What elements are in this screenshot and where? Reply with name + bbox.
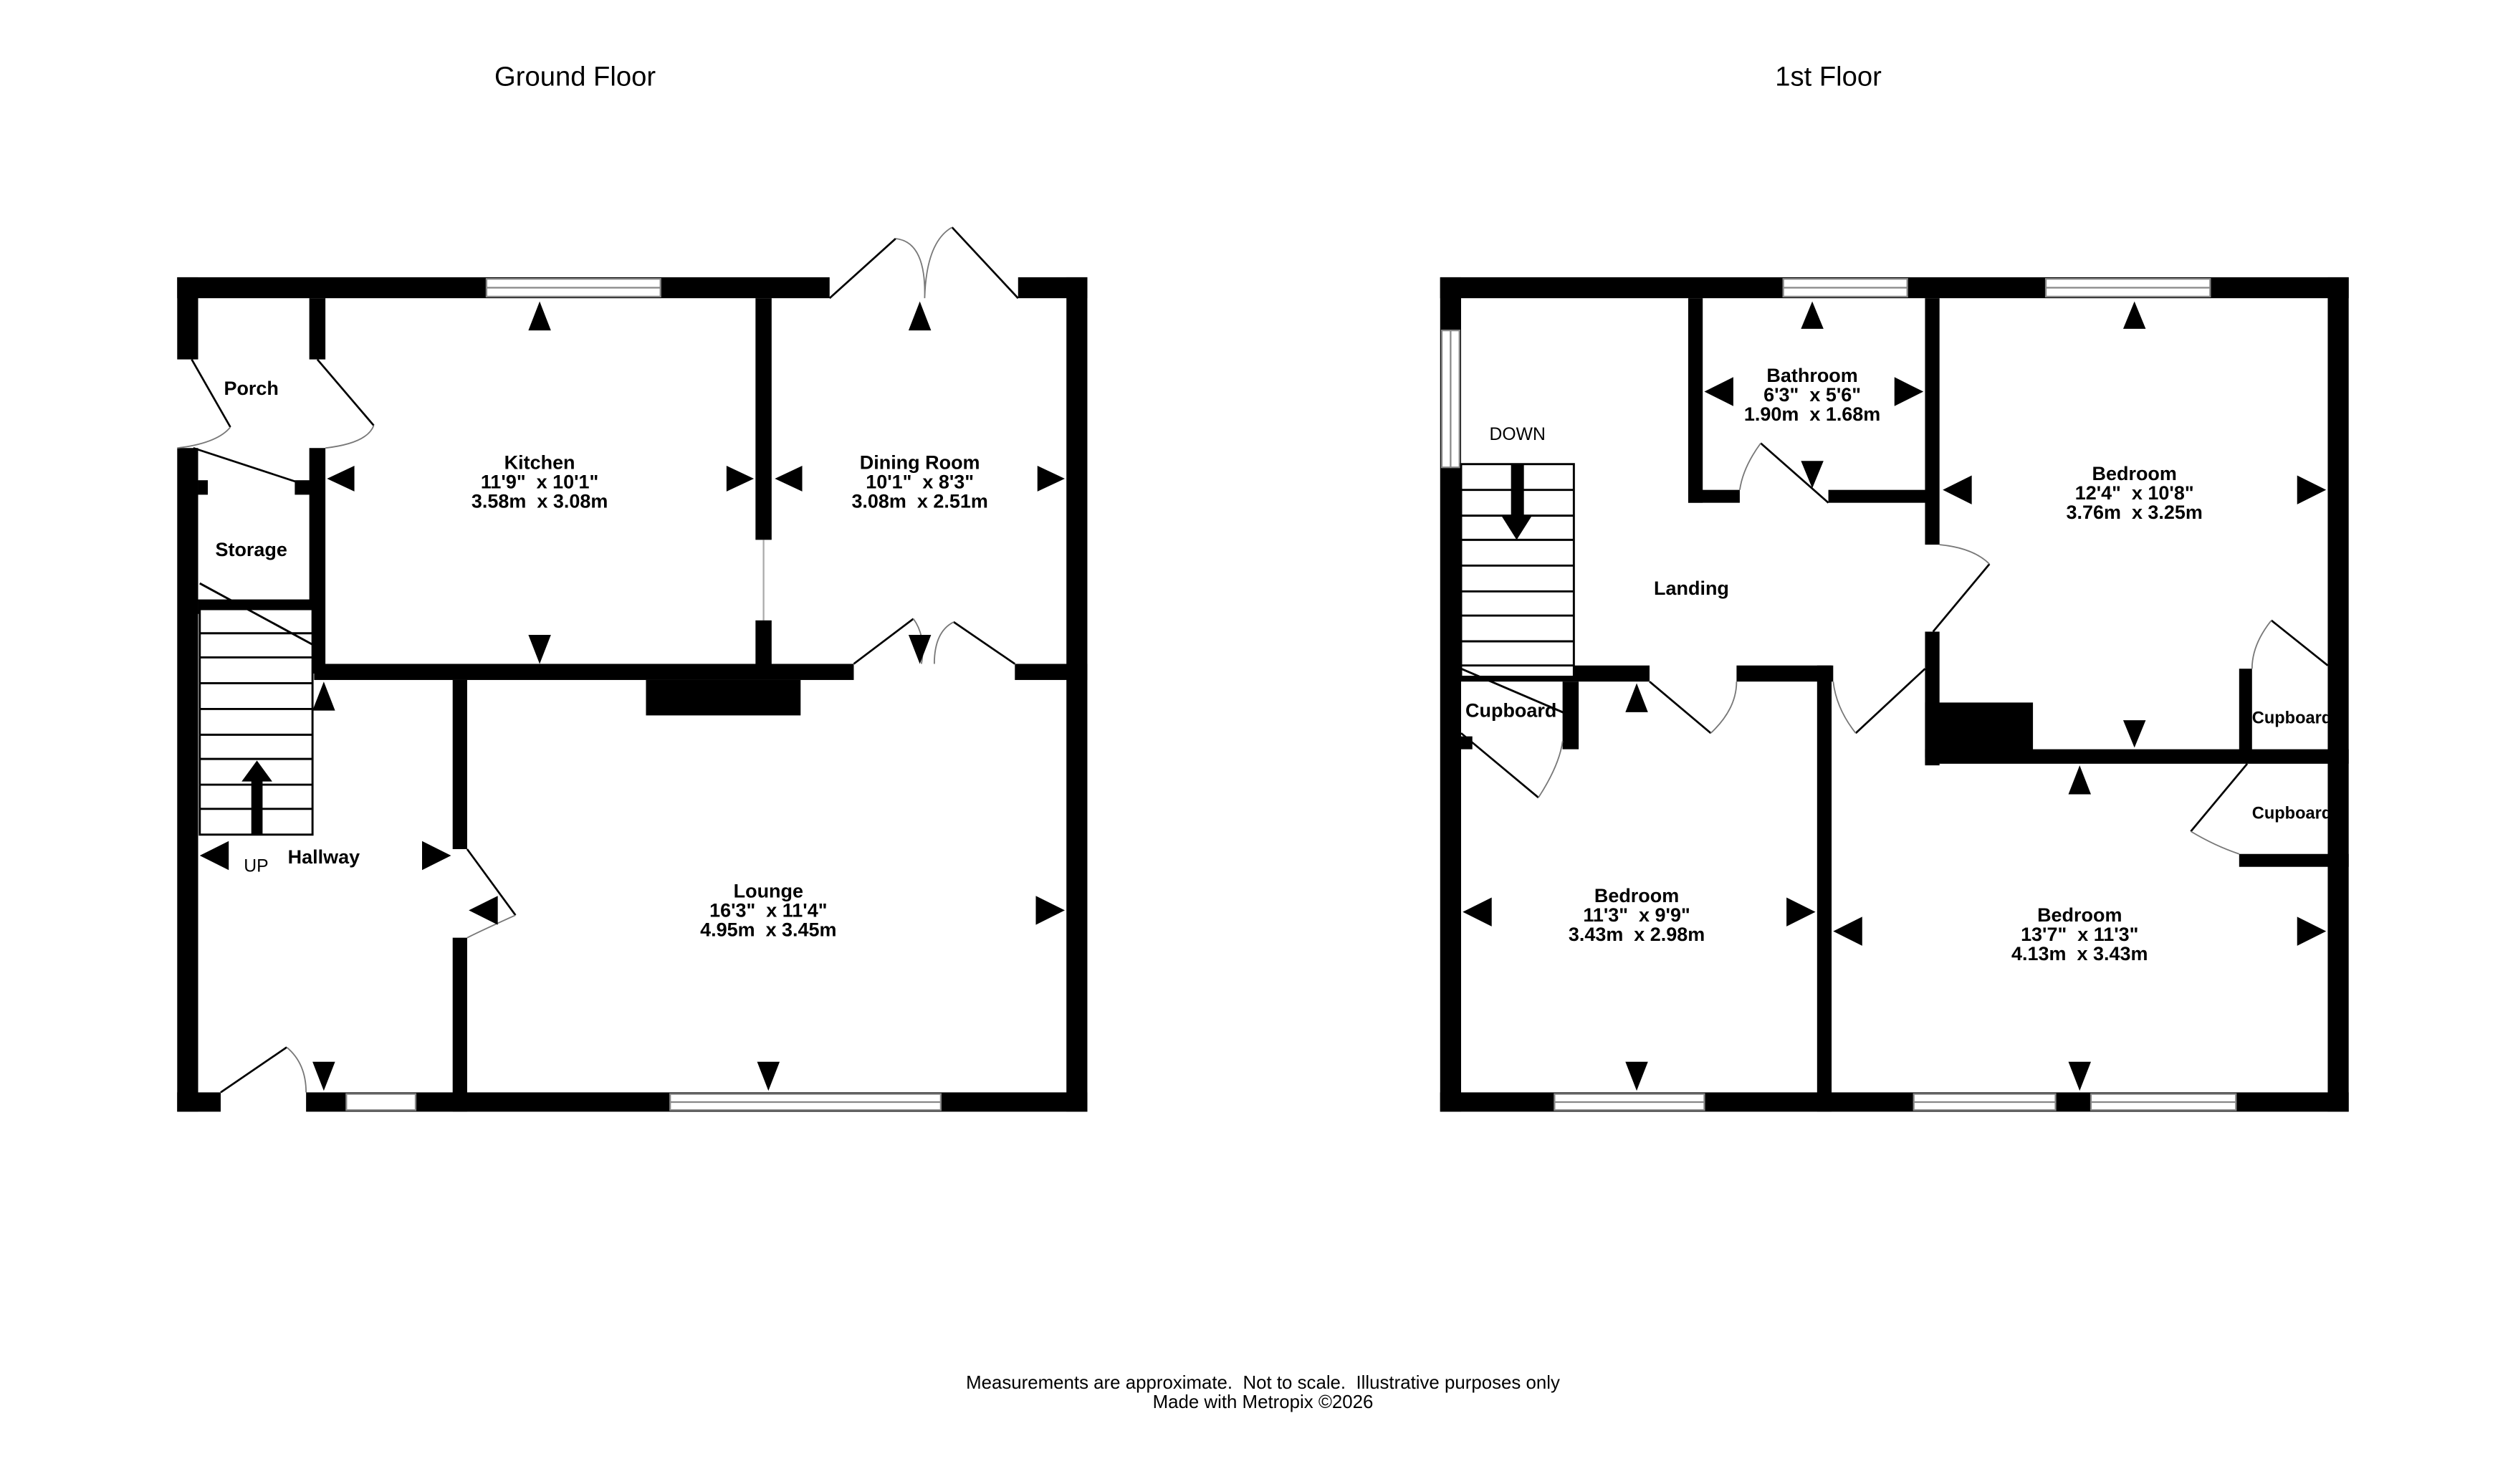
- stairs-up-label: UP: [244, 856, 268, 876]
- arrow-up-icon: [241, 760, 272, 782]
- room-label-cupboard: Cupboard: [1465, 700, 1556, 722]
- arrow-down-icon: [1501, 515, 1532, 540]
- kitchen-imperial: 11'9" x 10'1": [481, 471, 598, 492]
- bedroom-1-metric: 3.76m x 3.25m: [2066, 502, 2202, 523]
- bedroom-3-imperial: 13'7" x 11'3": [2021, 924, 2138, 945]
- room-label-bathroom: Bathroom: [1766, 365, 1857, 386]
- room-label-bedroom-1: Bedroom: [2092, 463, 2177, 484]
- room-label-bedroom-2: Bedroom: [1594, 885, 1679, 906]
- room-label-landing: Landing: [1654, 578, 1729, 599]
- room-label-cupboard: Cupboard: [2252, 709, 2332, 728]
- kitchen-metric: 3.58m x 3.08m: [472, 490, 608, 512]
- chimney-breast: [646, 679, 801, 716]
- room-label-kitchen: Kitchen: [504, 451, 575, 473]
- staircase: [1460, 463, 1575, 718]
- room-label-cupboard: Cupboard: [2252, 804, 2332, 823]
- room-label-storage: Storage: [215, 539, 287, 560]
- lounge-metric: 4.95m x 3.45m: [700, 919, 836, 940]
- bedroom-3-metric: 4.13m x 3.43m: [2011, 943, 2148, 964]
- bedroom-1-imperial: 12'4" x 10'8": [2075, 482, 2194, 504]
- disclaimer-text: Measurements are approximate. Not to sca…: [966, 1373, 1560, 1393]
- window: [345, 1093, 417, 1111]
- bathroom-imperial: 6'3" x 5'6": [1763, 384, 1861, 406]
- room-label-bedroom-3: Bedroom: [2037, 904, 2122, 926]
- bathroom-metric: 1.90m x 1.68m: [1744, 403, 1880, 425]
- room-label-hallway: Hallway: [288, 846, 360, 868]
- room-label-lounge: Lounge: [734, 880, 803, 901]
- dimension-arrows: [1463, 301, 2327, 1091]
- ground-floor-plan: Porch Storage Kitchen 11'9" x 10'1" 3.58…: [177, 226, 1088, 1112]
- staircase: [198, 582, 314, 836]
- room-label-dining-room: Dining Room: [860, 451, 980, 473]
- bedroom-2-imperial: 11'3" x 9'9": [1583, 904, 1690, 926]
- bedroom-2-metric: 3.43m x 2.98m: [1569, 924, 1705, 945]
- dimension-arrows: [199, 301, 1065, 1091]
- dining-room-metric: 3.08m x 2.51m: [851, 490, 987, 512]
- chimney-breast: [1925, 702, 2034, 757]
- first-floor-plan: Bathroom 6'3" x 5'6" 1.90m x 1.68m Bedro…: [1440, 277, 2349, 1112]
- stairs-down-label: DOWN: [1490, 425, 1546, 444]
- room-label-porch: Porch: [224, 378, 278, 399]
- dining-room-imperial: 10'1" x 8'3": [866, 471, 974, 492]
- ground-floor-title: Ground Floor: [494, 61, 656, 92]
- lounge-imperial: 16'3" x 11'4": [709, 899, 827, 921]
- credit-text: Made with Metropix ©2026: [1153, 1392, 1374, 1412]
- first-floor-title: 1st Floor: [1775, 61, 1882, 92]
